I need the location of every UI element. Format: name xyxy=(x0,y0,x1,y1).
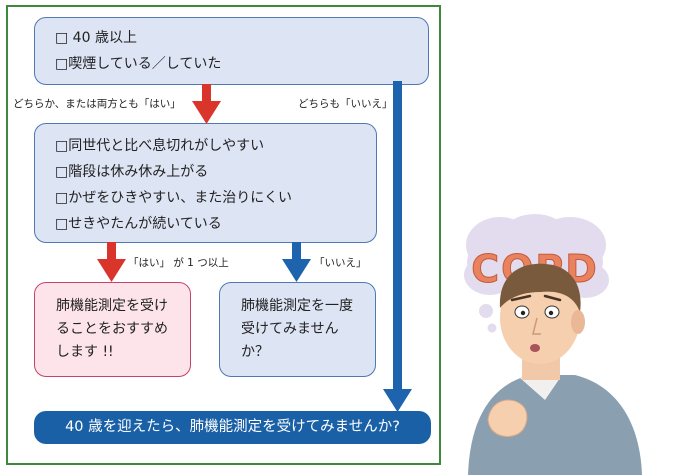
result-suggest-box: 肺機能測定を一度 受けてみません か？ xyxy=(219,282,376,377)
man-hair xyxy=(499,263,581,312)
label-no-both: どちらも「いいえ」 xyxy=(298,98,393,110)
label-yes-either: どちらか、または両方とも「はい」 xyxy=(13,98,181,110)
question-smoking: □喫煙している／していた xyxy=(55,56,222,72)
man-head xyxy=(500,272,580,364)
result-suggest-line-1: 肺機能測定を一度 xyxy=(241,298,353,314)
top-question-box: □ 40 歳以上 □喫煙している／していた xyxy=(34,17,429,85)
arrow-yes-to-symptoms xyxy=(192,84,221,124)
symptom-stairs: □階段は休み休み上がる xyxy=(55,164,209,180)
result-recommend-line-1: 肺機能測定を受け xyxy=(56,298,168,314)
result-suggest-line-2: 受けてみません xyxy=(241,321,339,337)
final-recommendation-banner: 40 歳を迎えたら、肺機能測定を受けてみませんか? xyxy=(34,411,431,444)
result-recommend-box: 肺機能測定を受け ることをおすすめ します !! xyxy=(34,282,191,377)
arrow-no-to-suggest xyxy=(282,242,311,282)
label-yes-one-or-more: 「はい」 が 1 つ以上 xyxy=(128,257,229,269)
man-hand xyxy=(487,399,528,437)
label-no: 「いいえ」 xyxy=(314,257,367,269)
arrow-no-to-final xyxy=(383,81,412,412)
symptom-cough: □せきやたんが続いている xyxy=(55,216,222,232)
arrow-yes-to-recommend xyxy=(97,242,126,282)
result-suggest-line-3: か？ xyxy=(241,344,269,360)
question-age: □ 40 歳以上 xyxy=(55,30,137,46)
symptom-colds: □かぜをひきやすい、また治りにくい xyxy=(55,190,292,206)
symptom-breathless: □同世代と比べ息切れがしやすい xyxy=(55,138,265,154)
symptom-checklist-box: □同世代と比べ息切れがしやすい □階段は休み休み上がる □かぜをひきやすい、また… xyxy=(34,123,377,243)
result-recommend-line-2: ることをおすすめ xyxy=(56,321,168,337)
result-recommend-line-3: します !! xyxy=(56,344,114,360)
